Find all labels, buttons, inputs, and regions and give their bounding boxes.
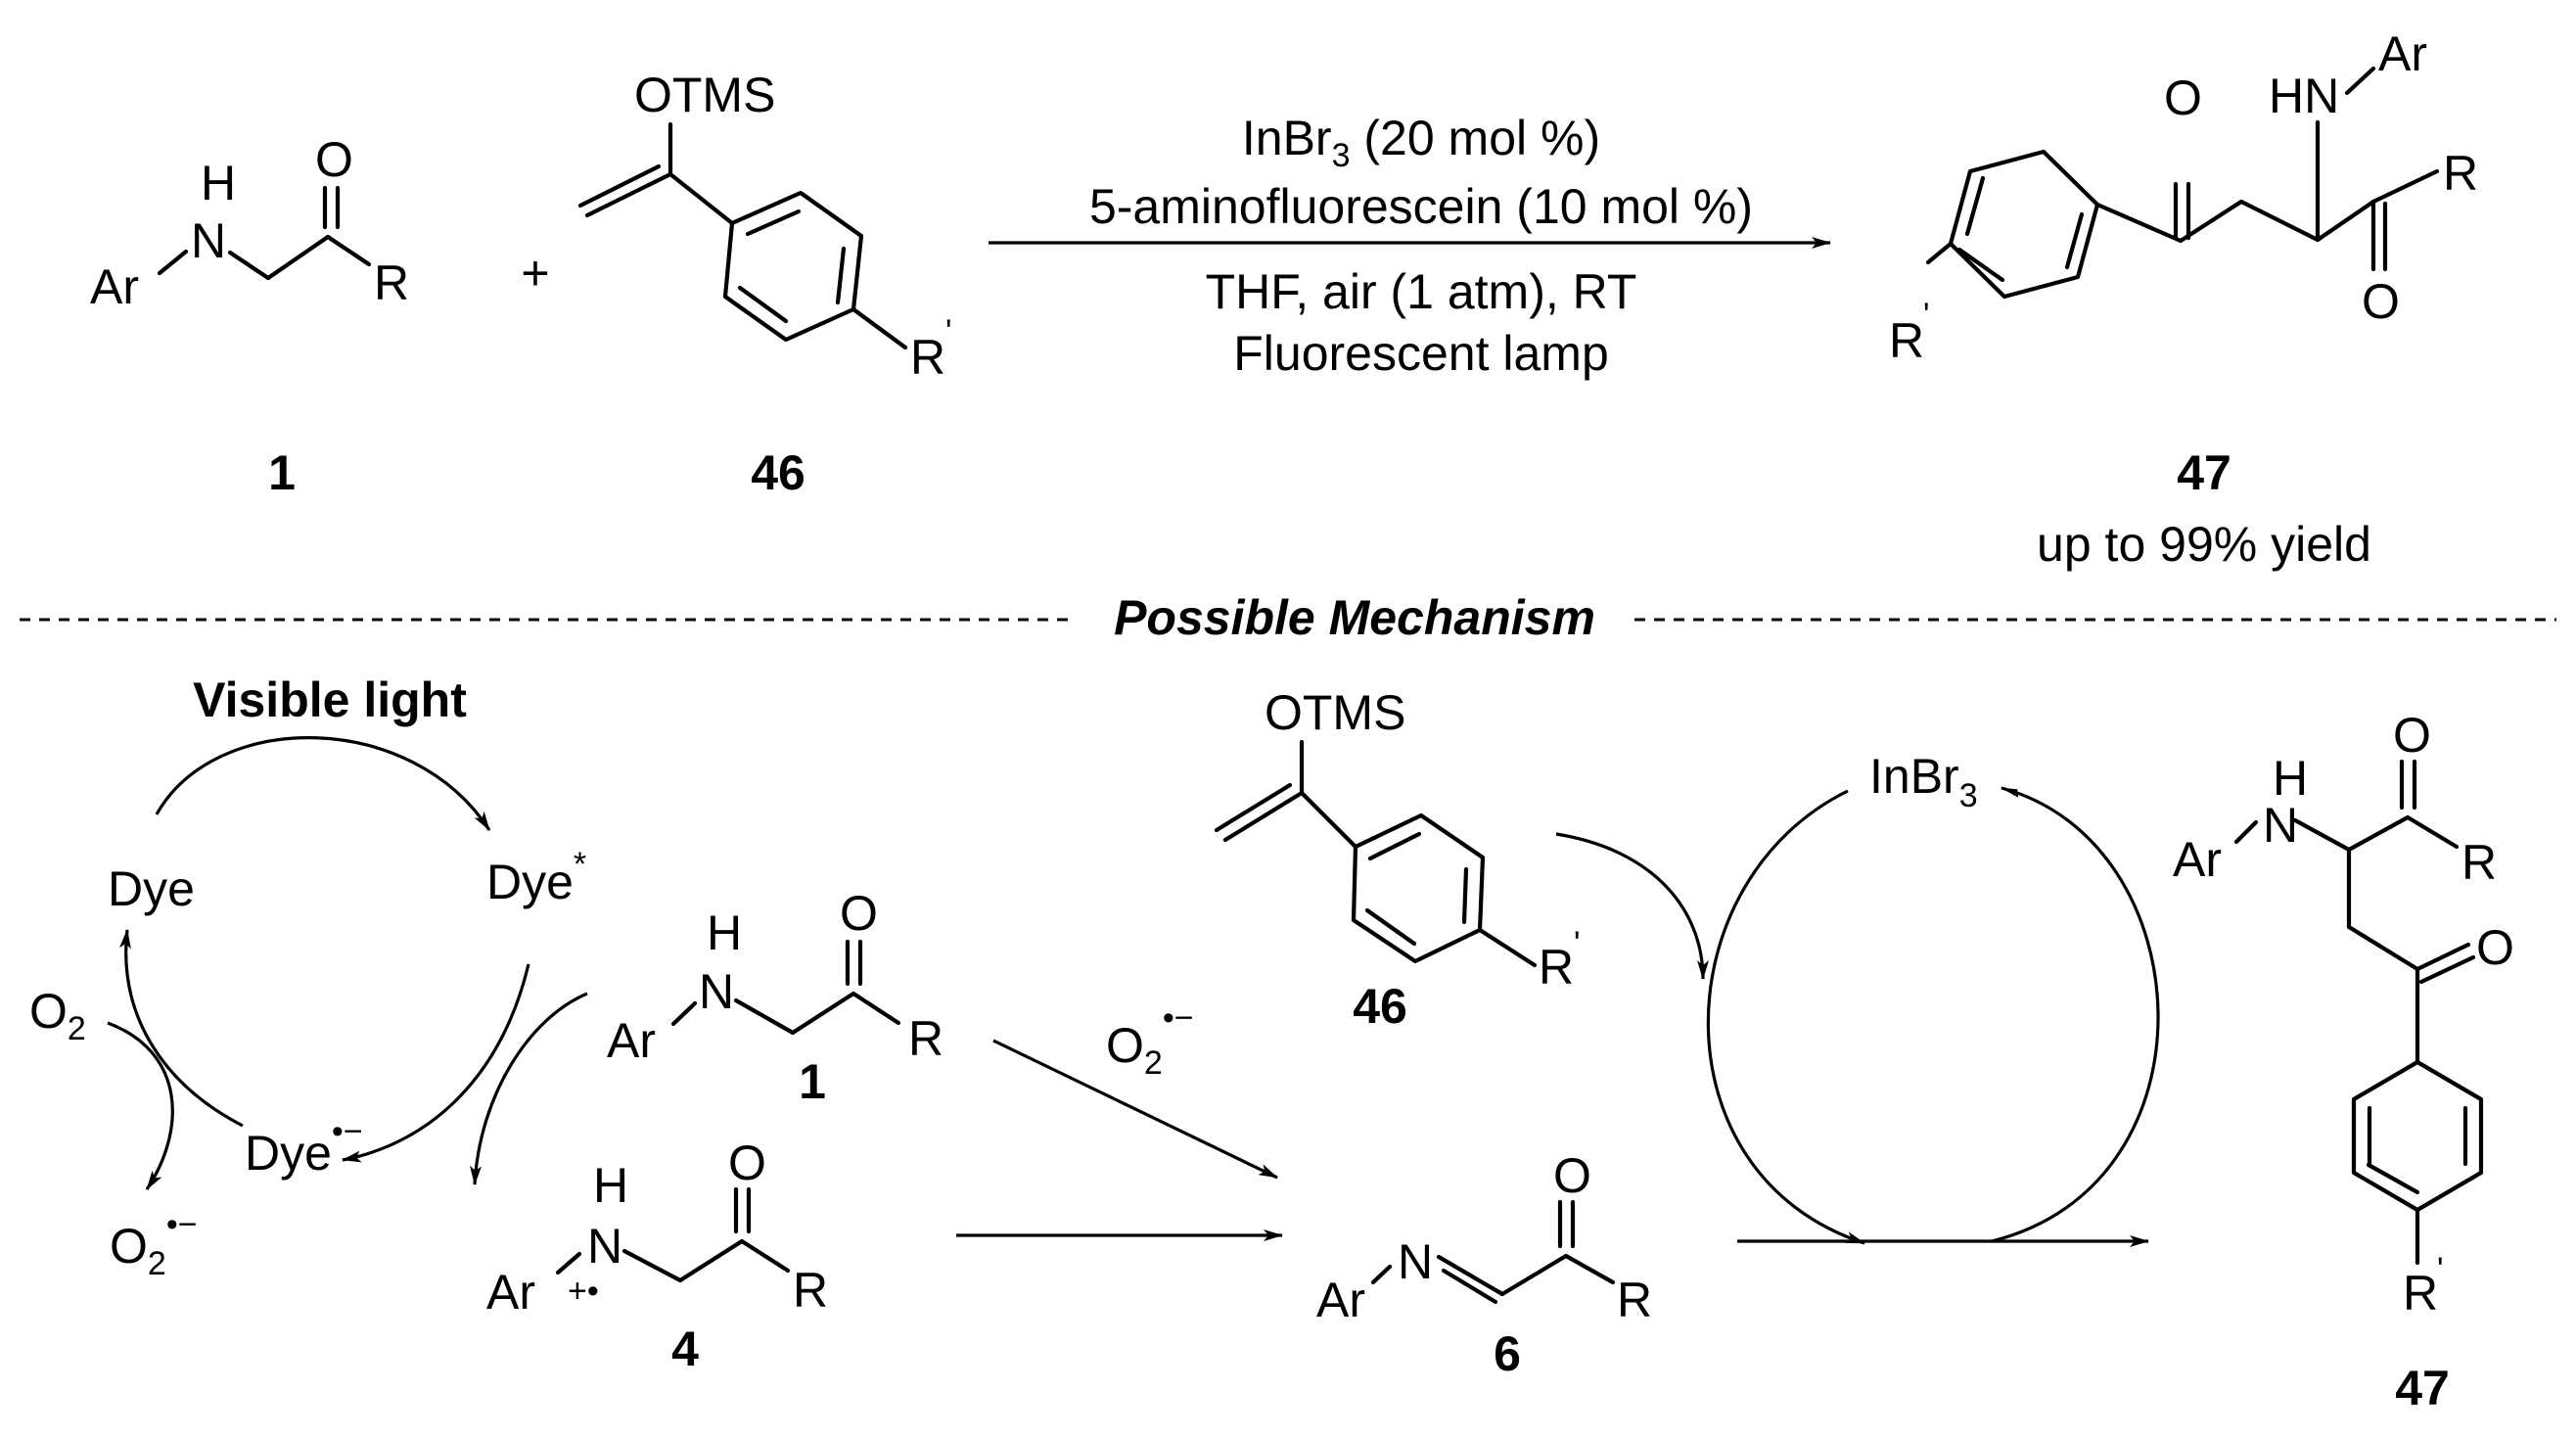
atom-o: O xyxy=(2362,274,2400,329)
mech-label-47: 47 xyxy=(2395,1361,2450,1415)
atom-n: N xyxy=(191,213,226,268)
atom-n: N xyxy=(587,1219,622,1274)
superoxide-left: O2•− xyxy=(110,1206,198,1282)
compound-47-mech: H Ar N O R O R ' xyxy=(2173,708,2514,1321)
condition-photocatalyst: 5-aminofluorescein (10 mol %) xyxy=(1089,179,1753,234)
mechanism-header: Possible Mechanism xyxy=(1114,590,1595,645)
atom-r: R xyxy=(1617,1273,1652,1327)
inbr3-arc-right xyxy=(1991,786,2160,1243)
atom-ar: Ar xyxy=(2378,26,2427,81)
atom-o: O xyxy=(2393,708,2431,763)
mech-label-6: 6 xyxy=(1494,1326,1521,1381)
atom-o: O xyxy=(2164,70,2202,125)
atom-ar: Ar xyxy=(607,1013,656,1068)
condition-solvent: THF, air (1 atm), RT xyxy=(1206,264,1637,319)
compound-46-mech: OTMS R ' xyxy=(1214,685,1581,995)
atom-h: H xyxy=(2273,751,2308,806)
compound-label-47: 47 xyxy=(2177,445,2231,500)
prime-mark: ' xyxy=(945,313,952,350)
inbr3-label: InBr3 xyxy=(1869,749,1978,814)
atom-r-prime: R xyxy=(910,330,945,385)
atom-ar: Ar xyxy=(1316,1273,1365,1327)
atom-n: N xyxy=(2263,798,2298,853)
atom-r: R xyxy=(374,255,409,310)
compound-1-mech: Ar H N O R xyxy=(607,886,943,1068)
atom-h: H xyxy=(707,905,742,960)
mech-label-46: 46 xyxy=(1353,979,1407,1034)
atom-otms: OTMS xyxy=(634,68,775,122)
o2-label: O2 xyxy=(29,984,86,1047)
atom-ar: Ar xyxy=(90,259,139,314)
atom-o: O xyxy=(2476,920,2514,975)
atom-r: R xyxy=(2461,835,2497,890)
atom-ar: Ar xyxy=(2173,832,2222,887)
set-arrow xyxy=(470,992,588,1185)
atom-n: N xyxy=(699,964,734,1019)
atom-o: O xyxy=(1553,1148,1591,1203)
atom-r: R xyxy=(2443,146,2478,201)
compound-4: Ar H N +• O R xyxy=(486,1136,828,1320)
atom-h: H xyxy=(593,1158,628,1213)
inbr3-arc-left xyxy=(1706,789,1865,1245)
radical-cation-sign: +• xyxy=(568,1273,599,1310)
atom-o: O xyxy=(840,886,878,941)
condition-light: Fluorescent lamp xyxy=(1233,326,1609,381)
compound-47-top: R ' O HN Ar R O xyxy=(1889,26,2478,368)
atom-r-prime: R xyxy=(2403,1266,2438,1321)
compound-6: Ar N O R xyxy=(1316,1148,1652,1327)
compound-label-46: 46 xyxy=(751,445,805,500)
yield-text: up to 99% yield xyxy=(2037,517,2371,572)
mech-label-4: 4 xyxy=(671,1321,699,1376)
prime-mark: ' xyxy=(1923,297,1930,334)
atom-h: H xyxy=(201,156,236,210)
atom-r-prime: R xyxy=(1889,313,1924,368)
atom-hn: HN xyxy=(2269,69,2339,123)
superoxide-mid: O2•− xyxy=(1106,999,1194,1082)
dye-excited: Dye* xyxy=(486,846,586,909)
plus-sign: + xyxy=(521,246,549,301)
compound-label-1: 1 xyxy=(268,445,296,500)
mech-label-1: 1 xyxy=(799,1054,826,1109)
atom-o: O xyxy=(728,1136,766,1190)
atom-o: O xyxy=(315,132,353,187)
arrow-1-to-6 xyxy=(992,1039,1278,1180)
dye-radical-anion: Dye•− xyxy=(245,1113,363,1181)
prime-mark: ' xyxy=(1574,925,1581,962)
compound-1-top: Ar H N O R xyxy=(90,132,409,314)
atom-n: N xyxy=(1398,1234,1433,1289)
dye-ground: Dye xyxy=(108,861,195,916)
condition-catalyst: InBr3 (20 mol %) xyxy=(1242,111,1600,174)
atom-r: R xyxy=(793,1263,828,1318)
arrow-46-into-cycle xyxy=(1555,832,1709,980)
atom-otms: OTMS xyxy=(1265,685,1405,740)
light-arc-arrow xyxy=(155,736,491,831)
prime-mark: ' xyxy=(2437,1251,2444,1288)
atom-r-prime: R xyxy=(1539,940,1574,995)
atom-r: R xyxy=(908,1011,943,1066)
compound-46-top: OTMS R ' xyxy=(577,68,952,385)
atom-ar: Ar xyxy=(486,1265,535,1320)
o2-reduction-arrow xyxy=(107,1021,174,1190)
cycle-arc-left xyxy=(118,929,244,1128)
cycle-arc-right xyxy=(342,963,530,1163)
visible-light-label: Visible light xyxy=(193,672,467,727)
